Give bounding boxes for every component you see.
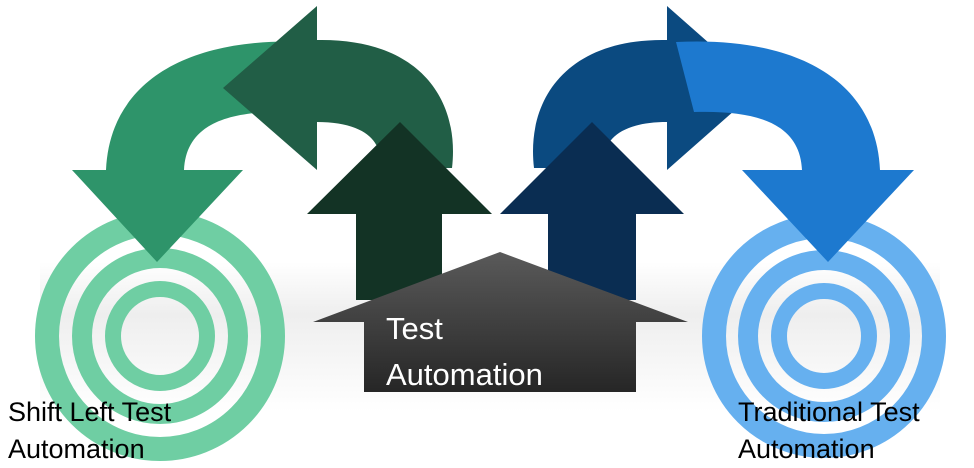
right-label: Traditional Test Automation	[738, 397, 920, 464]
right-curved-down-arrow	[676, 41, 914, 262]
right-up-arrow	[500, 122, 684, 300]
left-label: Shift Left Test Automation	[8, 397, 172, 464]
left-up-arrow	[307, 122, 492, 300]
center-house-box	[313, 252, 688, 392]
center-label: Test Automation	[386, 311, 543, 392]
